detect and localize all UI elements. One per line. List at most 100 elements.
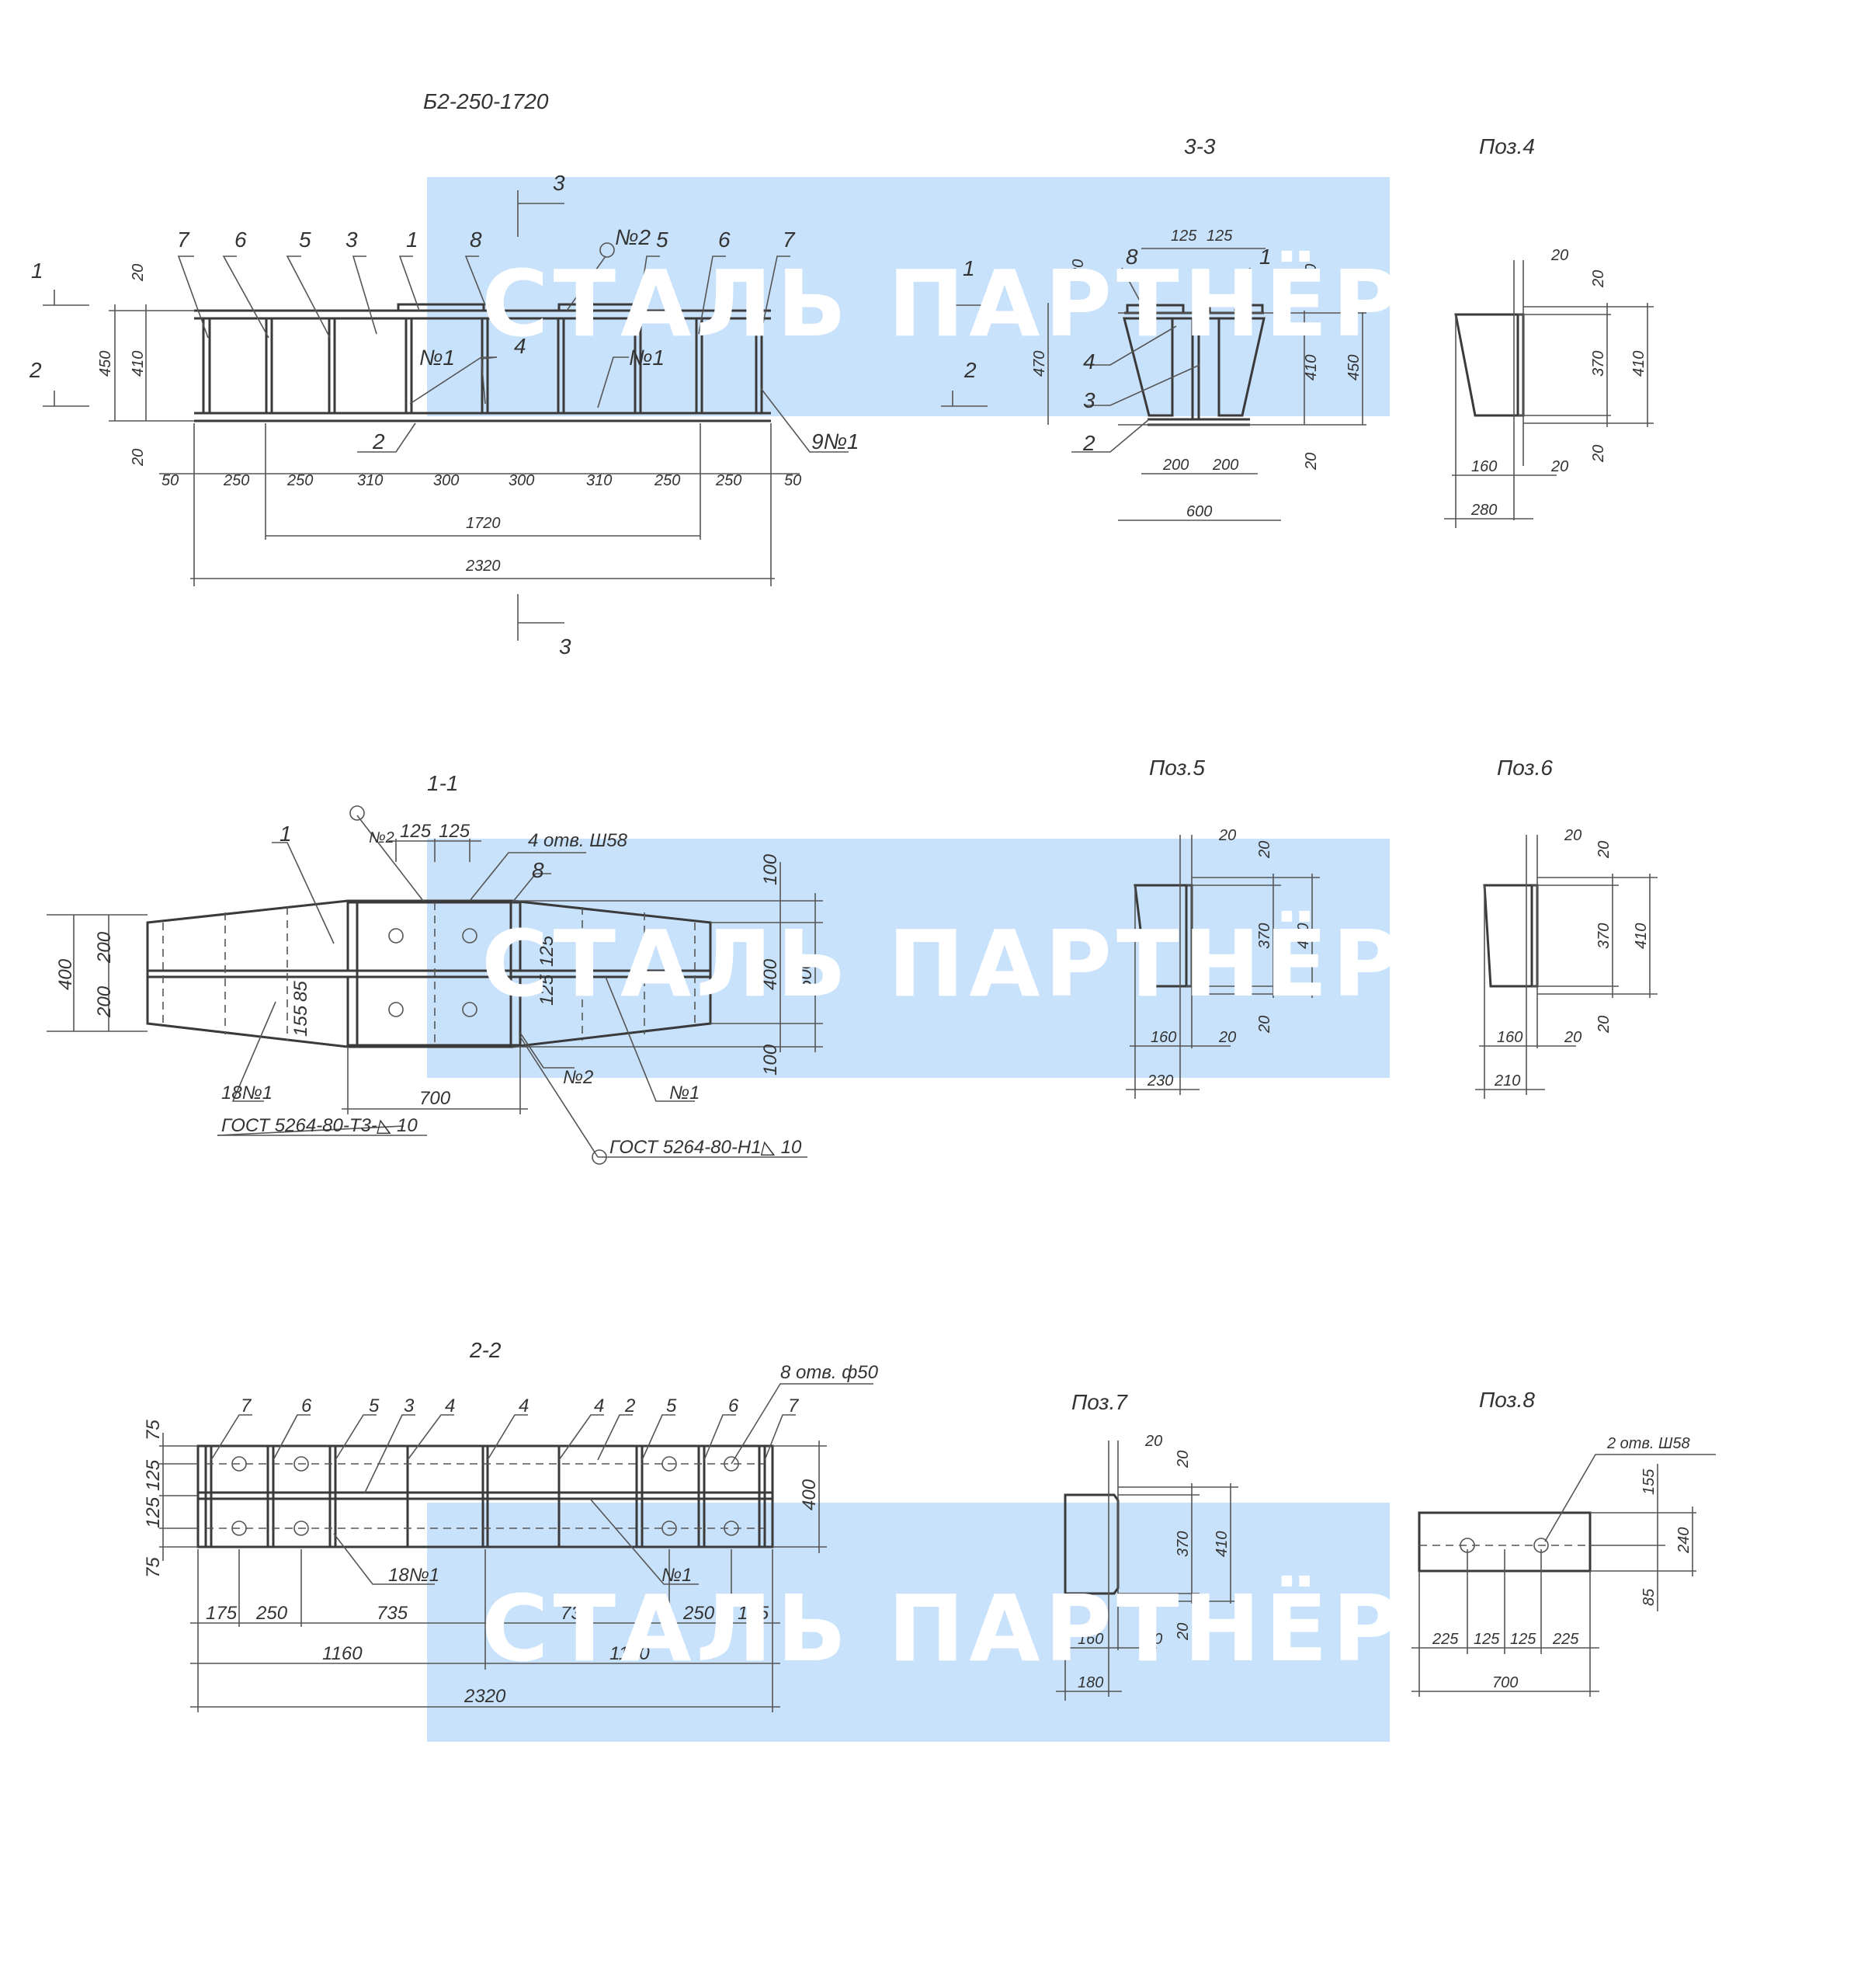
watermark-text-2: СТАЛЬ ПАРТНЁР	[481, 910, 1404, 1017]
poz8-dim-125b: 125	[1510, 1631, 1536, 1648]
watermark-text-1: СТАЛЬ ПАРТНЁР	[481, 250, 1404, 357]
plan11-dim-125c: 125	[536, 935, 557, 967]
plan22-label-6b: 6	[728, 1395, 739, 1416]
plan11-dim-100a: 100	[760, 853, 781, 885]
elev-dim-250d: 250	[715, 472, 741, 489]
plan11-label-1: 1	[279, 822, 292, 846]
poz5-dim-20d: 20	[1218, 1029, 1236, 1046]
elev-dim-300b: 300	[509, 472, 534, 489]
plan22-dim-75a: 75	[143, 1420, 164, 1441]
elev-label-7: 7	[177, 228, 190, 252]
poz6-dim-370: 370	[1595, 923, 1613, 949]
sec33-dim-200a: 200	[1162, 457, 1189, 474]
plan-2-2-view	[159, 1383, 873, 1712]
poz6-view	[1475, 835, 1658, 1099]
elev-dim-450: 450	[97, 351, 114, 377]
poz4-dim-20b: 20	[1590, 270, 1607, 288]
poz7-dim-370: 370	[1175, 1531, 1192, 1557]
poz8-dim-225b: 225	[1552, 1631, 1579, 1648]
elev-dim-50a: 50	[161, 472, 179, 489]
plan22-label-5b: 5	[666, 1395, 677, 1416]
elev-label-n2: №2	[615, 225, 651, 249]
elev-label-1: 1	[406, 228, 418, 252]
plan11-label-8: 8	[532, 858, 544, 882]
plan22-dim-2320: 2320	[464, 1686, 506, 1707]
sec33-label-8: 8	[1126, 245, 1138, 269]
section-3-3-view	[941, 248, 1366, 521]
poz5-dim-160: 160	[1151, 1029, 1176, 1046]
elev-dim-50b: 50	[784, 472, 801, 489]
poz8-dim-240: 240	[1675, 1527, 1693, 1554]
elev-label-5b: 5	[656, 228, 668, 252]
poz4-dim-20d: 20	[1550, 458, 1568, 475]
sec33-dim-450: 450	[1345, 355, 1363, 381]
poz6-dim-410: 410	[1633, 923, 1650, 949]
poz6-dim-20a: 20	[1564, 827, 1582, 844]
poz4-dim-20c: 20	[1590, 445, 1607, 463]
title-section-3-3: 3-3	[1184, 134, 1216, 158]
poz6-dim-210: 210	[1494, 1072, 1520, 1090]
sec33-dim-20c: 20	[1303, 453, 1320, 471]
sec33-cut2: 2	[963, 358, 977, 382]
plan22-label-7b: 7	[788, 1395, 800, 1416]
poz5-view	[1126, 835, 1320, 1099]
elev-cut2: 2	[29, 358, 42, 382]
poz8-label-holes: 2 отв. Ш58	[1606, 1435, 1690, 1452]
elev-label-6b: 6	[718, 228, 731, 252]
plan11-dim-400b: 400	[760, 958, 781, 990]
elevation-view	[43, 190, 849, 641]
sec33-label-3: 3	[1083, 388, 1095, 412]
plan-1-1-view	[47, 805, 823, 1165]
plan22-dim-735a: 735	[377, 1603, 408, 1624]
plan11-dim-200b: 200	[94, 985, 115, 1018]
poz5-dim-370: 370	[1256, 923, 1273, 949]
plan22-label-4a: 4	[445, 1395, 455, 1416]
poz6-dim-160: 160	[1497, 1029, 1522, 1046]
poz5-dim-20a: 20	[1218, 827, 1236, 844]
poz8-dim-125a: 125	[1474, 1631, 1500, 1648]
title-poz6: Поз.6	[1497, 756, 1553, 780]
plan22-dim-125a: 125	[143, 1459, 164, 1491]
title-section-2-2: 2-2	[469, 1338, 502, 1362]
title-poz5: Поз.5	[1149, 756, 1205, 780]
poz5-dim-410: 410	[1295, 923, 1312, 949]
elev-dim-1720: 1720	[466, 515, 501, 532]
elev-label-3: 3	[345, 228, 358, 252]
elev-dim-250b: 250	[286, 472, 313, 489]
poz4-dim-160: 160	[1471, 458, 1497, 475]
sec33-dim-200b: 200	[1212, 457, 1238, 474]
plan22-dim-1160a: 1160	[322, 1643, 363, 1664]
sec33-dim-125a: 125	[1171, 228, 1197, 245]
plan22-label-2: 2	[624, 1395, 635, 1416]
poz4-dim-370: 370	[1590, 351, 1607, 377]
poz4-dim-20a: 20	[1550, 247, 1568, 264]
plan11-dim-125a: 125	[400, 821, 432, 842]
elev-cut3a: 3	[553, 171, 565, 195]
elev-label-4: 4	[514, 334, 526, 358]
elev-dim-300a: 300	[433, 472, 459, 489]
plan11-label-holes: 4 отв. Ш58	[528, 830, 628, 851]
plan22-dim-75b: 75	[143, 1557, 164, 1578]
plan11-dim-125d: 125	[536, 974, 557, 1006]
plan11-dim-400: 400	[55, 958, 76, 990]
sec33-label-1: 1	[1259, 245, 1272, 269]
plan11-label-n2: №2	[369, 829, 394, 846]
plan11-dim-100b: 100	[760, 1044, 781, 1076]
elev-dim-310b: 310	[586, 472, 612, 489]
elev-label-2: 2	[372, 429, 385, 454]
poz7-dim-160: 160	[1078, 1631, 1103, 1648]
poz8-dim-85: 85	[1641, 1588, 1658, 1606]
plan22-label-n1: №1	[661, 1565, 692, 1586]
sec33-label-2: 2	[1082, 431, 1095, 455]
plan11-gost1: ГОСТ 5264-80-Т3-◺ 10	[221, 1115, 418, 1136]
plan22-label-w18: 18№1	[388, 1565, 439, 1586]
plan22-label-holes: 8 отв. ф50	[780, 1362, 879, 1383]
sec33-label-4: 4	[1083, 349, 1095, 374]
title-main: Б2-250-1720	[423, 89, 549, 113]
plan22-label-4b: 4	[519, 1395, 529, 1416]
plan11-dim-125b: 125	[439, 821, 470, 842]
plan11-label-w18: 18№1	[221, 1083, 273, 1103]
elev-cut1: 1	[31, 259, 43, 283]
sec33-dim-20a: 20	[1070, 259, 1087, 277]
